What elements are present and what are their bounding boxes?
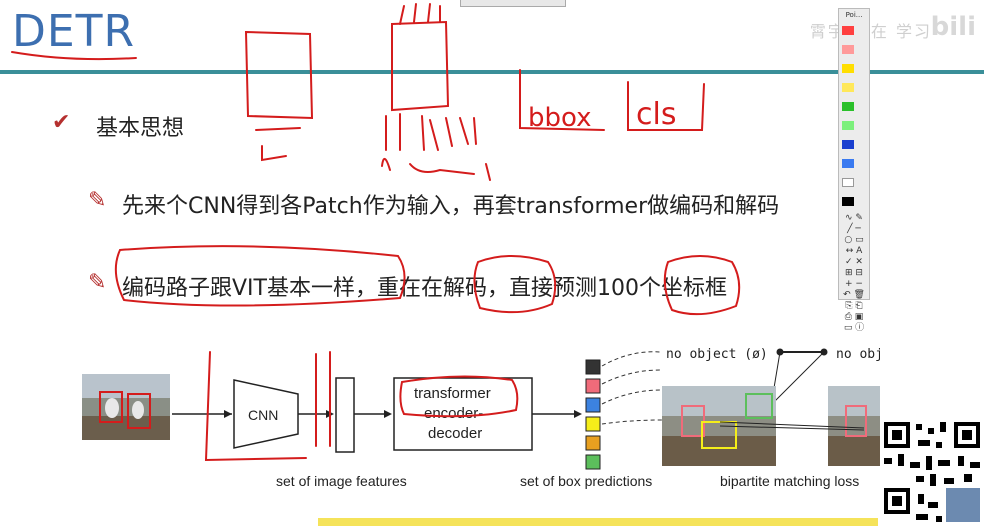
bullet-heading: 基本思想 [96, 116, 185, 141]
color-blue[interactable] [842, 140, 854, 149]
cnn-label: CNN [248, 407, 278, 423]
pencil-icon: ✎ [88, 188, 107, 213]
toolbar-colors [839, 19, 869, 213]
caption-image-features: set of image features [276, 473, 407, 489]
matching-image-left [662, 386, 776, 466]
prediction-box [585, 378, 601, 394]
color-yellow[interactable] [842, 64, 854, 73]
cls-annotation: cls [636, 97, 676, 132]
box-predictions [585, 359, 601, 470]
line-tool-icon[interactable]: ╱ ─ [847, 224, 861, 234]
caption-matching-loss: bipartite matching loss [720, 473, 859, 489]
checkmark-icon: ✔ [52, 110, 71, 135]
grid-tool-icon[interactable]: ⊞ ⊟ [845, 268, 863, 278]
pencil-icon: ✎ [88, 270, 107, 295]
color-red[interactable] [842, 26, 854, 35]
encoder-line: encoder- [424, 405, 483, 422]
pen-toolbar[interactable]: Poi... ∿ ✎ ╱ ─ ○ ▭ ↔ A ✓ ✕ ⊞ ⊟ + − ↶ 🗑 ⎘… [838, 8, 870, 333]
prediction-box [585, 454, 601, 470]
watermark-logo: bili [930, 12, 976, 42]
transformer-line: transformer [414, 385, 491, 402]
text-tool-icon[interactable]: ↔ A [845, 246, 863, 256]
bbox-annotation: bbox [528, 103, 592, 133]
shape-tool-icon[interactable]: ○ ▭ [844, 235, 864, 245]
toolbar-title: Poi... [845, 11, 863, 19]
color-pink[interactable] [842, 45, 854, 54]
bullet-cnn: 先来个CNN得到各Patch作为输入，再套transformer做编码和解码 [122, 194, 780, 219]
top-window-tab[interactable] [460, 0, 566, 7]
title-underline [11, 51, 137, 61]
color-light-yellow[interactable] [842, 83, 854, 92]
decoder-line: decoder [428, 425, 482, 442]
feature-block [335, 377, 355, 453]
slide-title: DETR [12, 6, 136, 57]
undo-icon[interactable]: ↶ 🗑 [843, 290, 865, 300]
check-tool-icon[interactable]: ✓ ✕ [845, 257, 863, 267]
print-icon[interactable]: ⎙ ▣ [844, 312, 864, 322]
color-black[interactable] [842, 197, 854, 206]
bottom-highlight [318, 518, 878, 526]
cnn-block [233, 379, 299, 449]
color-green[interactable] [842, 102, 854, 111]
color-white[interactable] [842, 178, 854, 187]
no-object-left: no object (ø) [666, 347, 768, 362]
copy-icon[interactable]: ⎘ ⎗ [845, 301, 863, 311]
avatar [946, 488, 980, 522]
bullet-encoder: 编码路子跟VIT基本一样，重在在解码，直接预测100个坐标框 [122, 276, 727, 301]
prediction-box [585, 359, 601, 375]
no-object-right: no object (ø) [836, 347, 880, 362]
info-icon[interactable]: ▭ ⓘ [843, 323, 865, 333]
matching-image-right [828, 386, 880, 466]
prediction-box [585, 397, 601, 413]
qr-code [880, 418, 984, 526]
title-divider [0, 70, 984, 74]
prediction-box [585, 416, 601, 432]
caption-box-predictions: set of box predictions [520, 473, 652, 489]
detr-diagram: CNN transformer encoder- decoder no obje… [82, 347, 880, 489]
color-light-blue[interactable] [842, 159, 854, 168]
input-image [82, 374, 170, 440]
ink-annotations: bbox cls [11, 3, 741, 462]
color-light-green[interactable] [842, 121, 854, 130]
pen-tool-icon[interactable]: ∿ ✎ [845, 213, 863, 223]
prediction-box [585, 435, 601, 451]
zoom-tool-icon[interactable]: + − [845, 279, 863, 289]
